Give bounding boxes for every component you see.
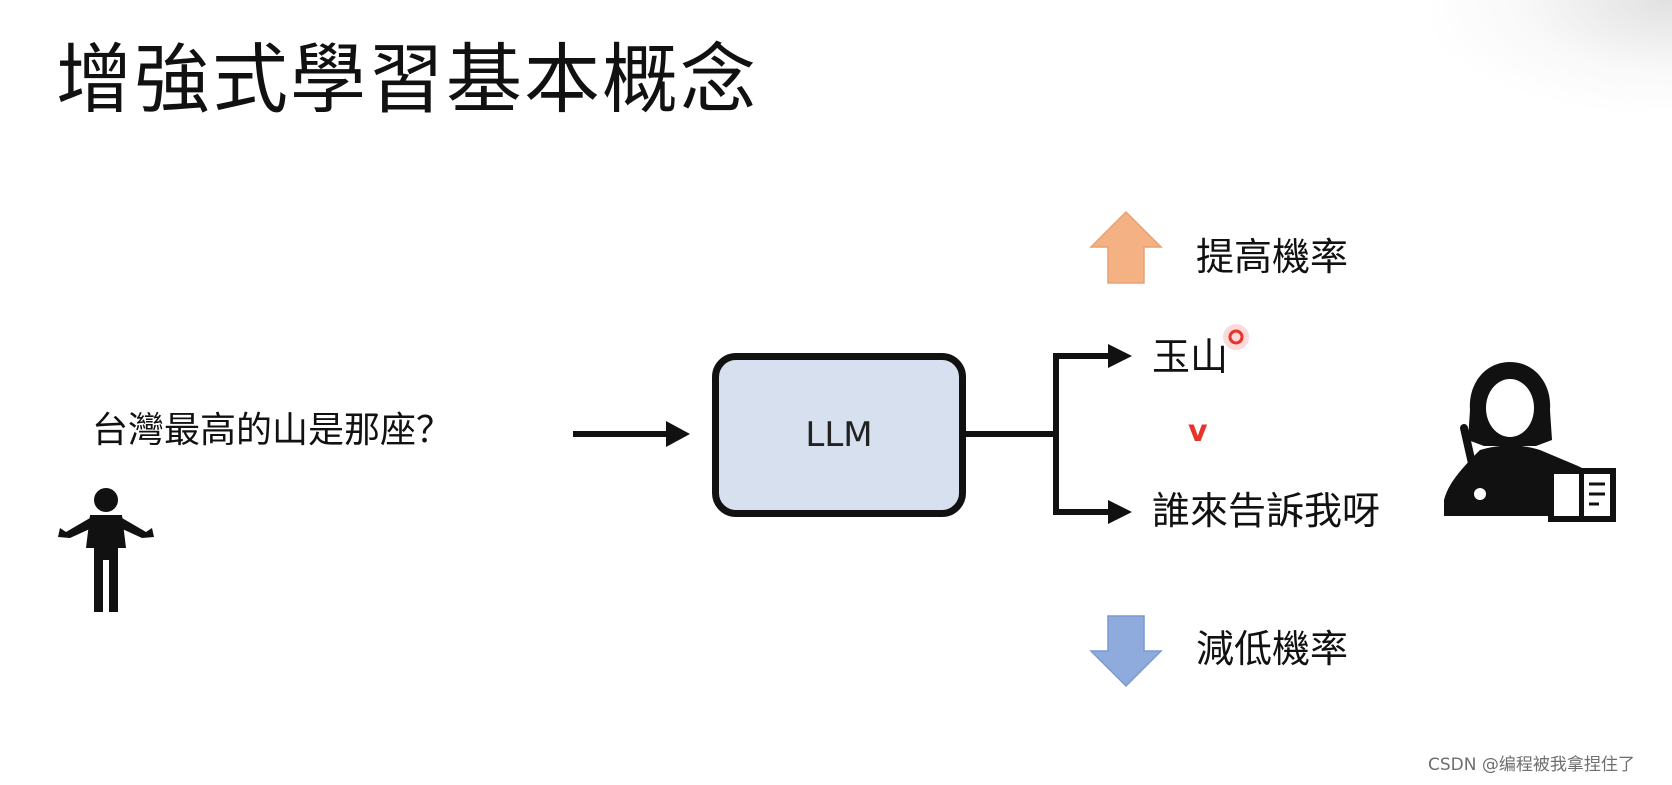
up-arrow-icon (1089, 210, 1163, 284)
answer-2-arrowhead (1108, 500, 1132, 524)
watermark: CSDN @编程被我拿捏住了 (1428, 755, 1635, 775)
pointer-dot (1223, 324, 1249, 350)
comparison-mark: v (1188, 414, 1208, 449)
slide-title: 增強式學習基本概念 (56, 35, 758, 124)
decrease-probability-label: 減低機率 (1196, 627, 1349, 671)
llm-label: LLM (805, 415, 873, 455)
answer-who-tells-me: 誰來告訴我呀 (1152, 489, 1381, 533)
corner-shadow (1432, 0, 1672, 110)
answer-yushan: 玉山 (1152, 335, 1229, 379)
output-connector (966, 353, 1112, 515)
person-shrugging-icon (58, 488, 154, 612)
question-text: 台灣最高的山是那座？ (92, 410, 453, 451)
input-arrow (573, 421, 690, 447)
llm-box: LLM (712, 353, 966, 517)
down-arrow-icon (1089, 615, 1163, 688)
answer-1-arrowhead (1108, 344, 1132, 368)
increase-probability-label: 提高機率 (1196, 235, 1349, 279)
teacher-with-book-icon (1444, 362, 1616, 522)
